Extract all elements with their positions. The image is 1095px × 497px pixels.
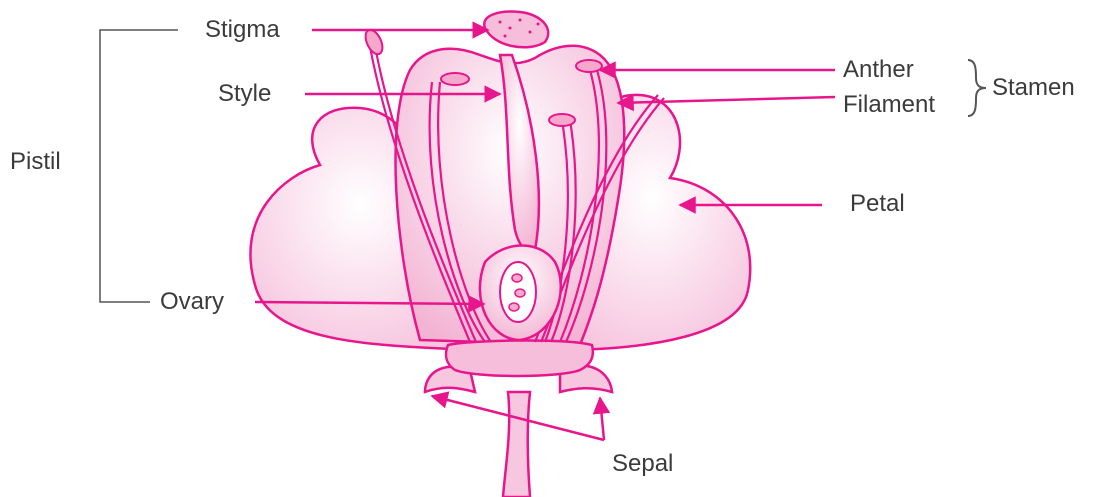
anther-1 xyxy=(362,27,386,56)
anther-2 xyxy=(441,73,469,85)
receptacle xyxy=(446,340,593,376)
pistil-label: Pistil xyxy=(10,150,61,174)
ovule-3 xyxy=(509,303,519,311)
ovule-1 xyxy=(512,274,522,282)
stigma-label: Stigma xyxy=(205,18,280,42)
sepal-arrow-right xyxy=(600,398,604,440)
stem xyxy=(503,392,530,497)
pistil-bracket xyxy=(100,30,178,302)
petal-label: Petal xyxy=(850,192,905,216)
anther-3 xyxy=(549,114,575,126)
sepal-label: Sepal xyxy=(612,452,673,476)
stamen-label: Stamen xyxy=(992,76,1075,100)
ovule-2 xyxy=(515,289,525,297)
anther-4 xyxy=(576,60,602,72)
stigma xyxy=(484,12,548,48)
style-label: Style xyxy=(218,82,271,106)
stamen-brace xyxy=(968,60,986,116)
filament-label: Filament xyxy=(843,93,935,117)
anther-label: Anther xyxy=(843,58,914,82)
ovary-label: Ovary xyxy=(160,290,224,314)
